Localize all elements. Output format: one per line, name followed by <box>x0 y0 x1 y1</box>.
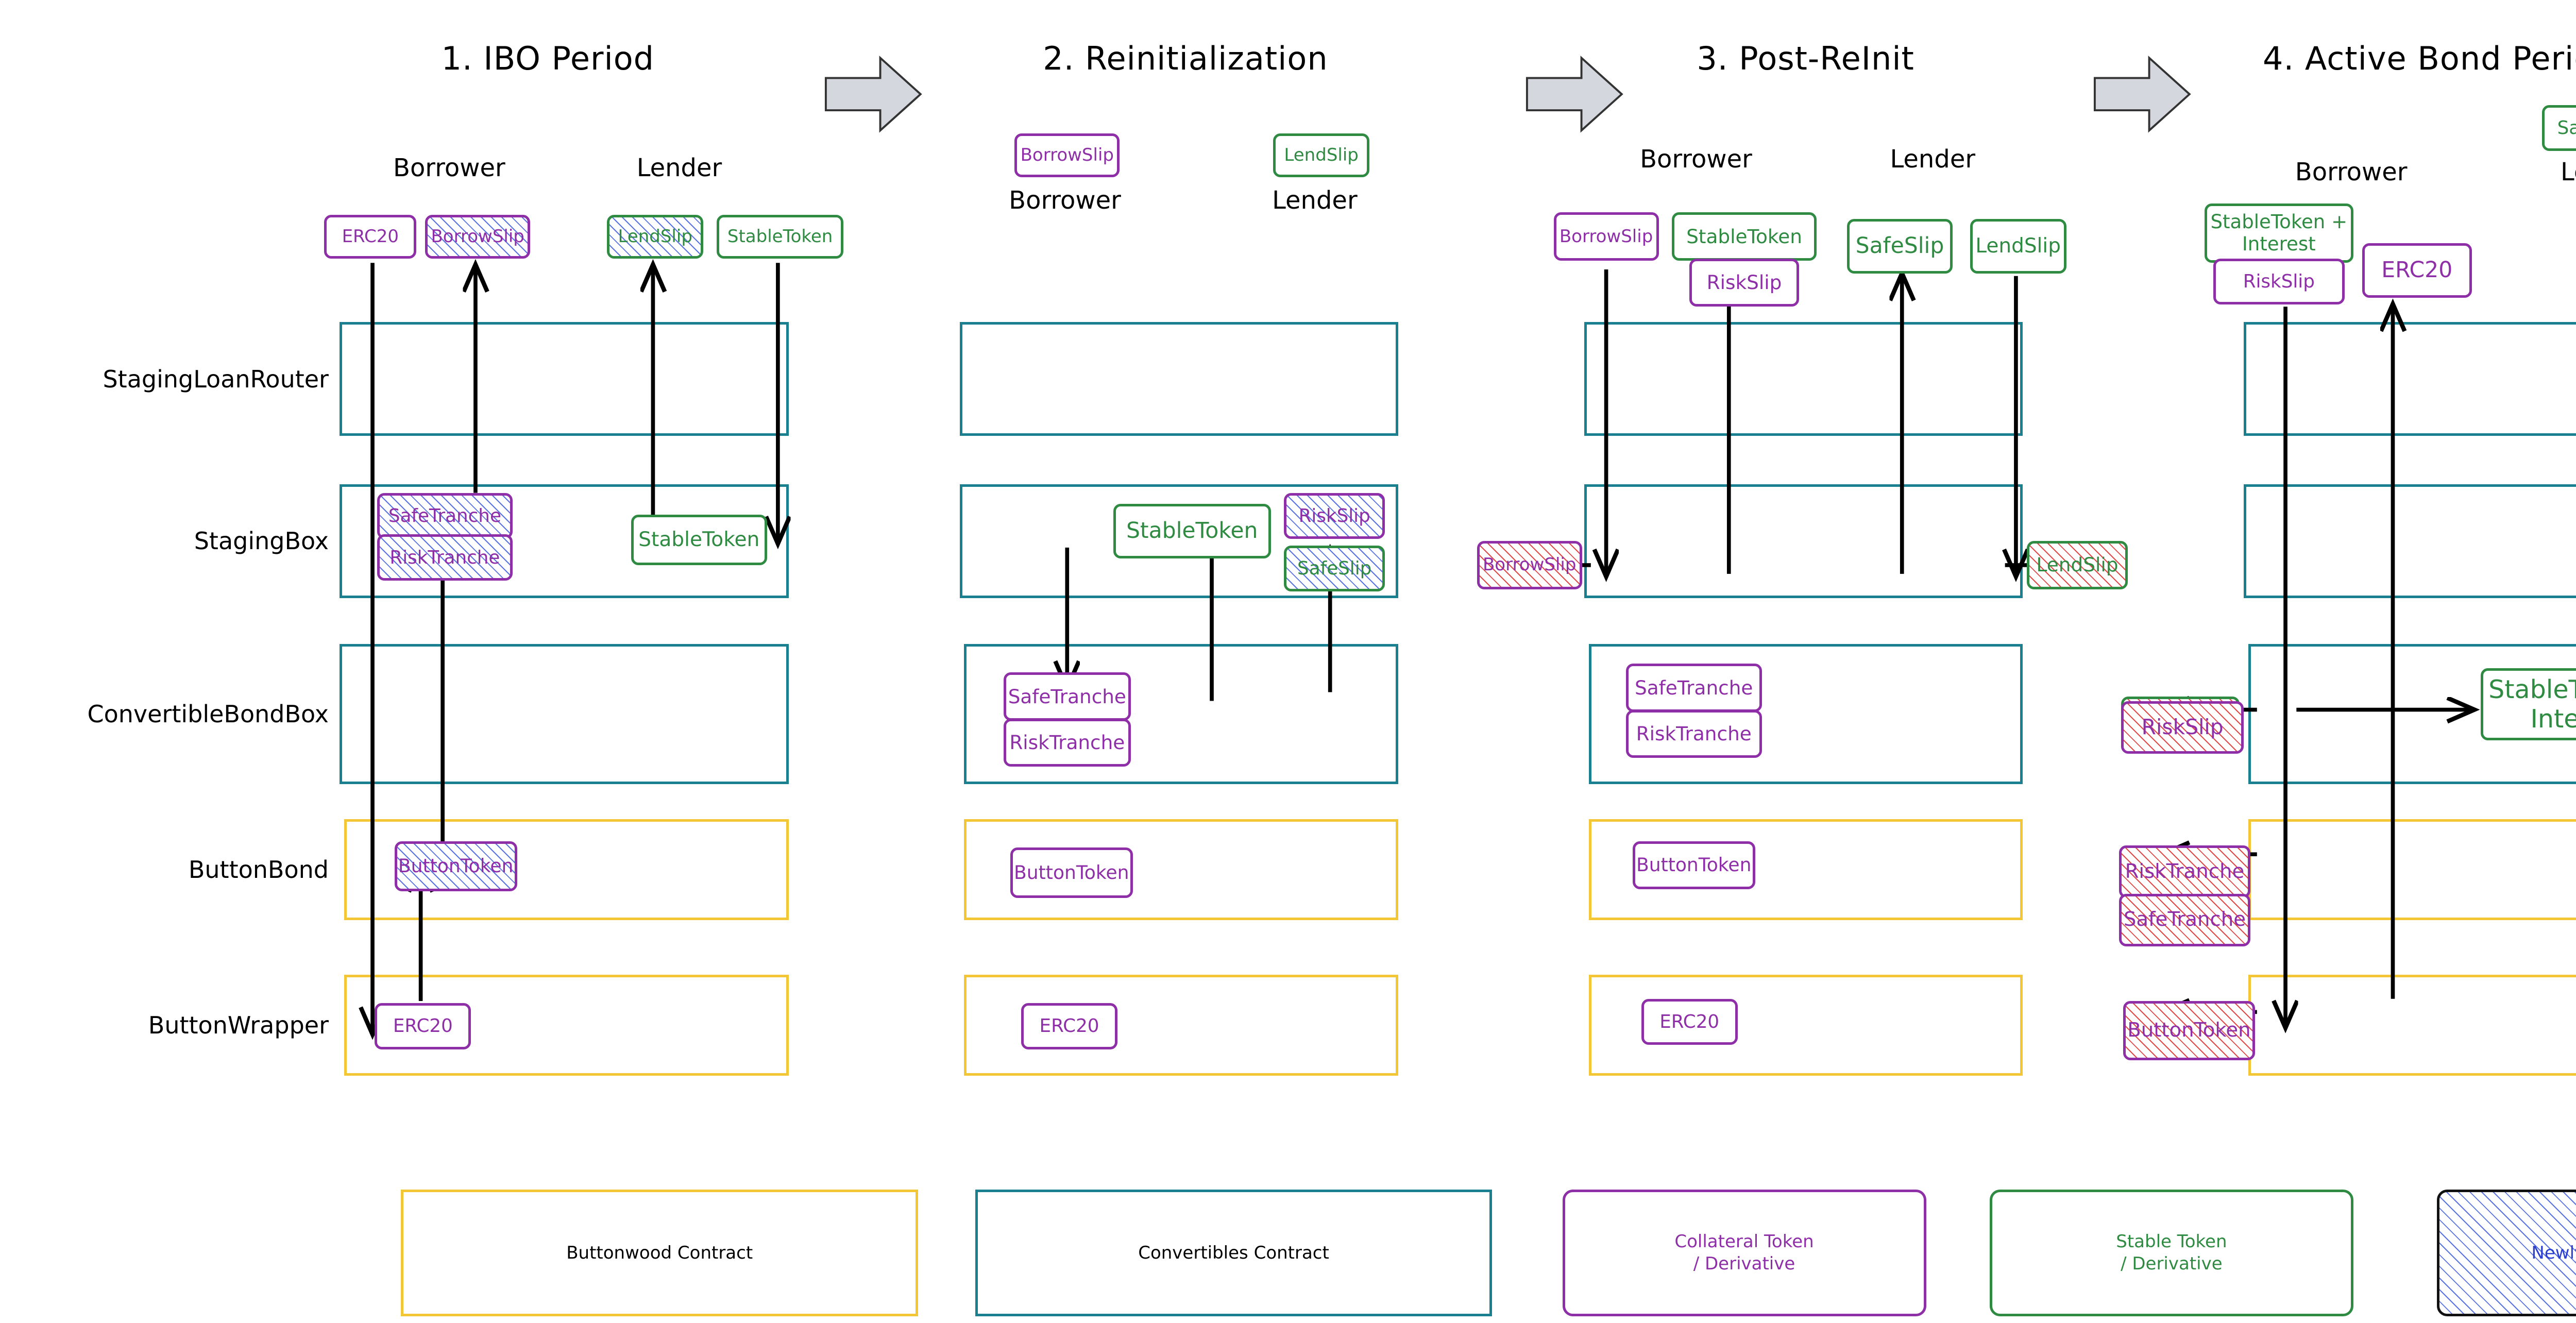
token-chip-stable-token-ibo-6: StableToken <box>631 515 767 565</box>
token-chip-safe-tranche-postreinit-7: SafeTranche <box>1625 664 1762 712</box>
token-chip-lend-slip-reinit-1: LendSlip <box>1273 133 1370 178</box>
row-label-buttonbond: ButtonBond <box>188 855 329 884</box>
token-chip-risk-tranche-active-7: RiskTranche <box>2119 845 2250 898</box>
token-chip-button-token-ibo-7: ButtonToken <box>394 841 517 892</box>
contract-box-reinit-buttonbond <box>964 819 1398 920</box>
token-chip-erc20-reinit-8: ERC20 <box>1021 1003 1118 1049</box>
phase-transition-arrow-icon <box>1526 55 1623 133</box>
token-chip-safe-slip-reinit-4: SafeSlip <box>1284 545 1385 591</box>
token-chip-lend-slip-postreinit-6: LendSlip <box>2027 541 2128 589</box>
contract-box-ibo-stagingloanrouter <box>340 321 789 436</box>
token-chip-stable-token-reinit-2: StableToken <box>1113 503 1271 559</box>
contract-box-active-stagingloanrouter <box>2244 321 2576 436</box>
row-label-convertiblebondbox: ConvertibleBondBox <box>87 700 329 728</box>
phase-transition-arrow-icon <box>2093 55 2191 133</box>
contract-box-postreinit-stagingloanrouter <box>1584 321 2023 436</box>
phase-title-ibo: 1. IBO Period <box>441 39 654 77</box>
contract-box-active-stagingbox <box>2244 484 2576 598</box>
token-chip-erc20-active-3: ERC20 <box>2362 243 2472 298</box>
contract-box-postreinit-buttonbond <box>1588 819 2023 920</box>
row-label-buttonwrapper: ButtonWrapper <box>148 1011 329 1039</box>
token-chip-erc20-postreinit-10: ERC20 <box>1641 998 1738 1045</box>
actor-label-borrower-ibo: Borrower <box>393 153 505 182</box>
phase-title-active: 4. Active Bond Period <box>2263 39 2576 77</box>
row-label-stagingbox: StagingBox <box>194 527 329 555</box>
token-chip-risk-tranche-reinit-6: RiskTranche <box>1003 718 1131 767</box>
legend-item-collateral-token: Collateral Token / Derivative <box>1562 1189 1926 1317</box>
legend-item-stable-token: Stable Token / Derivative <box>1989 1189 2353 1317</box>
legend-item-convertibles-contract: Convertibles Contract <box>975 1189 1493 1317</box>
token-chip-button-token-postreinit-9: ButtonToken <box>1632 841 1755 890</box>
token-chip-safe-slip-postreinit-3: SafeSlip <box>1847 219 1953 274</box>
token-chip-erc20-ibo-8: ERC20 <box>375 1003 471 1049</box>
token-chip-risk-tranche-ibo-5: RiskTranche <box>377 534 513 581</box>
actor-label-lender-reinit: Lender <box>1272 186 1358 215</box>
token-chip-risk-slip-active-2: RiskSlip <box>2213 258 2345 304</box>
token-chip-stable-token-ibo-3: StableToken <box>716 214 844 259</box>
token-chip-borrow-slip-ibo-1: BorrowSlip <box>425 214 531 259</box>
contract-box-postreinit-stagingbox <box>1584 484 2023 598</box>
token-chip-risk-tranche-postreinit-8: RiskTranche <box>1625 709 1762 758</box>
phase-transition-arrow-icon <box>825 55 922 133</box>
token-chip-button-token-reinit-7: ButtonToken <box>1010 847 1133 898</box>
contract-box-postreinit-buttonwrapper <box>1588 974 2023 1076</box>
phase-title-postreinit: 3. Post-ReInit <box>1697 39 1914 77</box>
legend-item-buttonwood-contract: Buttonwood Contract <box>401 1189 919 1317</box>
token-chip-erc20-ibo-0: ERC20 <box>324 214 417 259</box>
token-chip-stable-token-postreinit-1: StableToken <box>1672 212 1817 261</box>
token-chip-safe-tranche-active-8: SafeTranche <box>2119 893 2250 946</box>
token-chip-risk-slip-reinit-3: RiskSlip <box>1284 493 1385 539</box>
token-chip-lend-slip-postreinit-4: LendSlip <box>1970 219 2066 274</box>
token-chip-button-token-active-9: ButtonToken <box>2123 1001 2255 1060</box>
token-chip-safe-tranche-reinit-5: SafeTranche <box>1003 672 1131 721</box>
token-chip-stable-token-interest-active-1: StableToken + Interest <box>2204 203 2353 263</box>
contract-box-ibo-buttonbond <box>344 819 789 920</box>
actor-label-borrower-postreinit: Borrower <box>1640 144 1752 174</box>
contract-box-active-convertiblebondbox <box>2248 643 2576 785</box>
row-label-stagingloanrouter: StagingLoanRouter <box>103 365 329 393</box>
legend-item-newly-minted-token: Newly Minted Token <box>2436 1189 2576 1317</box>
contract-box-reinit-buttonwrapper <box>964 974 1398 1076</box>
contract-box-active-buttonwrapper <box>2248 974 2576 1076</box>
contract-box-postreinit-convertiblebondbox <box>1588 643 2023 785</box>
token-chip-safe-tranche-ibo-4: SafeTranche <box>377 493 513 539</box>
actor-label-lender-postreinit: Lender <box>1890 144 1976 174</box>
actor-label-borrower-active: Borrower <box>2295 158 2408 187</box>
actor-label-borrower-reinit: Borrower <box>1009 186 1121 215</box>
token-chip-borrow-slip-reinit-0: BorrowSlip <box>1014 133 1120 178</box>
contract-box-active-buttonbond <box>2248 819 2576 920</box>
contract-box-reinit-convertiblebondbox <box>964 643 1398 785</box>
contract-box-ibo-buttonwrapper <box>344 974 789 1076</box>
token-chip-stable-token-interest-active-6: StableToken + Interest <box>2480 668 2576 741</box>
actor-label-lender-active: Lender <box>2560 158 2576 187</box>
phase-title-reinit: 2. Reinitialization <box>1043 39 1328 77</box>
token-chip-risk-slip-active-5: RiskSlip <box>2121 701 2244 754</box>
token-chip-borrow-slip-postreinit-0: BorrowSlip <box>1553 212 1659 261</box>
token-chip-risk-slip-postreinit-2: RiskSlip <box>1689 258 1799 307</box>
contract-box-reinit-stagingbox <box>959 484 1398 598</box>
token-chip-lend-slip-ibo-2: LendSlip <box>607 214 704 259</box>
actor-label-lender-ibo: Lender <box>636 153 722 182</box>
token-chip-borrow-slip-postreinit-5: BorrowSlip <box>1477 541 1582 589</box>
contract-box-ibo-convertiblebondbox <box>340 643 789 785</box>
token-chip-safe-slip-active-0: SafeSlip <box>2541 105 2576 151</box>
contract-box-reinit-stagingloanrouter <box>959 321 1398 436</box>
